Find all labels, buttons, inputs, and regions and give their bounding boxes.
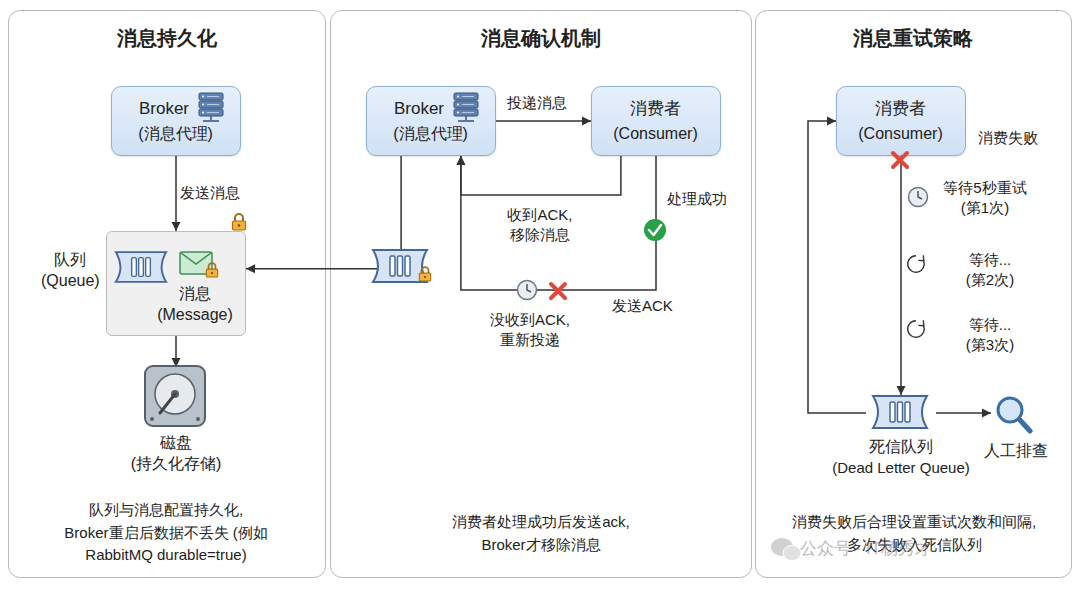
box-title: Broker (367, 98, 471, 120)
retry-step-label: 等待5秒重试 (第1次) (940, 178, 1030, 219)
panel-note: 队列与消息配置持久化, Broker重启后数据不丢失 (例如 RabbitMQ … (61, 499, 271, 567)
edge-label: 收到ACK, 移除消息 (485, 205, 595, 246)
watermark: 公众号 · IT杨秀才 (800, 538, 932, 561)
box-title: 消费者 (837, 98, 964, 120)
arrow-head (172, 222, 181, 231)
message-label: 消息 (Message) (145, 284, 245, 326)
box-subtitle: (消息代理) (112, 124, 239, 145)
panel: 消息重试策略消费失败后合理设置重试次数和间隔, 多次失败入死信队列 消费者 (Con… (755, 10, 1072, 578)
connector-line (175, 336, 177, 367)
retry-step-label: 等待... (第2次) (950, 250, 1030, 291)
edge-label: 发送消息 (180, 183, 240, 203)
connector-arrow (808, 117, 866, 414)
disk-node: 磁盘 (持久化存储) (116, 367, 236, 477)
connector-line (496, 120, 591, 122)
connector-arrow (456, 156, 656, 290)
edge-label: 发送ACK (612, 296, 673, 316)
failure-note: 没收到ACK, 重新投递 (475, 310, 585, 351)
queue-title: 死信队列 (869, 437, 933, 458)
arrow-head (456, 156, 465, 165)
broker-box: Broker (消息代理) (111, 86, 241, 156)
panel-title: 消息重试策略 (756, 25, 1070, 51)
connector-line (936, 412, 991, 414)
lock-icon (419, 267, 430, 281)
arrow-head (456, 156, 465, 165)
panel-note: 消费者处理成功后发送ack, Broker才移除消息 (441, 511, 641, 556)
connector-arrow (897, 156, 906, 395)
fail-x-icon (551, 284, 565, 298)
dead-letter-queue: 死信队列(Dead Letter Queue) (866, 395, 936, 481)
connector-line (808, 121, 866, 413)
queue-icon (373, 250, 427, 282)
broker-box: Broker (消息代理) (366, 86, 496, 156)
clock-icon (518, 281, 537, 300)
panel-note: 消费失败后合理设置重试次数和间隔, 多次失败入死信队列 (773, 511, 1055, 556)
arrow-head (246, 264, 255, 273)
retry-loop-icon (908, 255, 925, 272)
connector-arrow (172, 336, 181, 367)
arrow-head (982, 409, 991, 418)
queue-label: 队列 (Queue) (41, 250, 99, 292)
magnifier-icon (998, 398, 1030, 431)
server-icon (199, 93, 223, 121)
edge-label: 投递消息 (507, 93, 567, 113)
lock-icon (233, 214, 246, 230)
manual-check-node: 人工排查 (991, 395, 1041, 467)
box-subtitle: (Consumer) (592, 124, 719, 145)
node-label: 人工排查 (984, 441, 1048, 462)
connector-line (461, 156, 621, 195)
server-icon (454, 93, 478, 121)
connector-arrow (936, 409, 991, 418)
connector-arrow (172, 156, 181, 231)
panel-title: 消息确认机制 (331, 25, 750, 51)
arrow-head (582, 117, 591, 126)
box-subtitle: (消息代理) (367, 124, 494, 145)
disk-icon (145, 366, 205, 426)
connector-arrow (246, 156, 401, 273)
fail-x-icon (893, 153, 907, 167)
success-check-icon (644, 219, 666, 241)
panel-title: 消息持久化 (9, 25, 324, 51)
consumer-box: 消费者 (Consumer) (836, 86, 966, 156)
connector-line (461, 156, 656, 290)
box-subtitle: (Consumer) (837, 124, 964, 145)
arrow-head (172, 358, 181, 367)
disk-label: 磁盘 (持久化存储) (116, 433, 236, 475)
connector-arrow (456, 156, 621, 195)
envelope-icon (180, 252, 212, 274)
dead-letter-queue-icon (873, 396, 927, 428)
lock-icon (206, 263, 217, 277)
panel: 消息持久化队列与消息配置持久化, Broker重启后数据不丢失 (例如 Rabb… (8, 10, 326, 578)
retry-loop-icon (908, 320, 925, 337)
box-title: 消费者 (592, 98, 719, 120)
connector-line (246, 156, 401, 269)
consumer-box: 消费者 (Consumer) (591, 86, 721, 156)
queue-subtitle: (Dead Letter Queue) (832, 458, 970, 478)
connector-arrow (496, 117, 591, 126)
connector-line (900, 156, 902, 395)
queue-icon (116, 252, 166, 282)
clock-icon (909, 188, 928, 207)
status-label: 处理成功 (667, 189, 727, 209)
arrow-head (897, 386, 906, 395)
panel: 消息确认机制消费者处理成功后发送ack, Broker才移除消息 Broker (消… (330, 10, 752, 578)
arrow-head (827, 117, 836, 126)
connector-line (175, 156, 177, 231)
box-title: Broker (112, 98, 216, 120)
queue-box: 队列 (Queue)消息 (Message) (106, 231, 246, 336)
wechat-icon (771, 538, 801, 561)
status-label: 消费失败 (978, 128, 1038, 148)
retry-step-label: 等待... (第3次) (950, 315, 1030, 356)
